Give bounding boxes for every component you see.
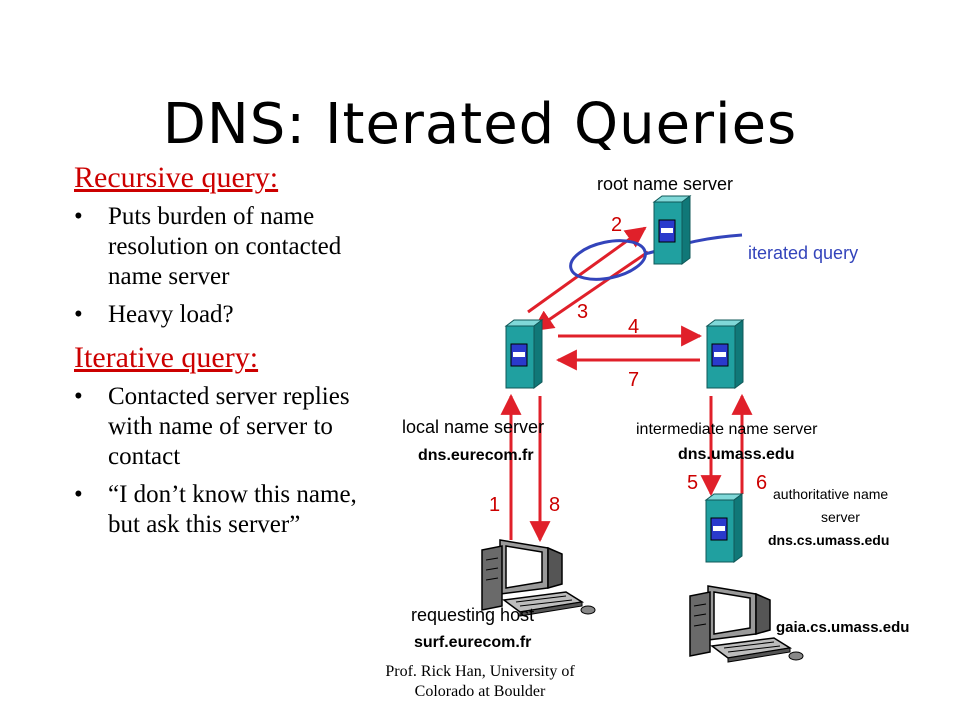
step-number: 6 [756,472,767,494]
step-number: 7 [628,369,639,391]
step-number: 2 [611,214,622,236]
intermediate-server-icon [706,319,744,389]
authoritative-server-icon [705,493,743,563]
recursive-list: Puts burden of name resolution on contac… [74,202,384,330]
intermediate-server-host: dns.umass.edu [678,446,794,463]
slide-title: DNS: Iterated Queries [162,92,798,157]
text-panel: Recursive query: Puts burden of name res… [74,160,384,548]
root-server-label: root name server [597,174,733,194]
iterated-query-ellipse [569,239,647,281]
requesting-host-name: surf.eurecom.fr [414,634,531,651]
local-server-label: local name server [402,417,544,437]
authoritative-label-line1: authoritative name [773,486,888,502]
step-number: 1 [489,494,500,516]
list-item: Heavy load? [74,300,384,330]
authoritative-label-line2: server [821,509,860,525]
footer-line: Colorado at Boulder [414,683,546,700]
local-server-host: dns.eurecom.fr [418,447,534,464]
gaia-host-name: gaia.cs.umass.edu [776,619,909,636]
local-server-icon [505,319,543,389]
step-number: 4 [628,316,639,338]
root-server-icon [653,195,691,265]
iterative-list: Contacted server replies with name of se… [74,382,384,540]
iterative-heading: Iterative query: [74,341,259,374]
authoritative-server-host: dns.cs.umass.edu [768,532,889,548]
footer-line: Prof. Rick Han, University of [385,663,575,680]
intermediate-server-label: intermediate name server [636,421,818,438]
iterated-query-label: iterated query [748,243,858,263]
recursive-heading: Recursive query: [74,161,279,194]
list-item: “I don’t know this name, but ask this se… [74,480,384,540]
list-item: Contacted server replies with name of se… [74,382,384,472]
step-number: 8 [549,494,560,516]
requesting-host-label: requesting host [411,605,534,625]
footer-credit: Prof. Rick Han, University of Colorado a… [340,662,620,702]
step-number: 3 [577,301,588,323]
arrow-step-3 [532,250,649,332]
list-item: Puts burden of name resolution on contac… [74,202,384,292]
step-number: 5 [687,472,698,494]
